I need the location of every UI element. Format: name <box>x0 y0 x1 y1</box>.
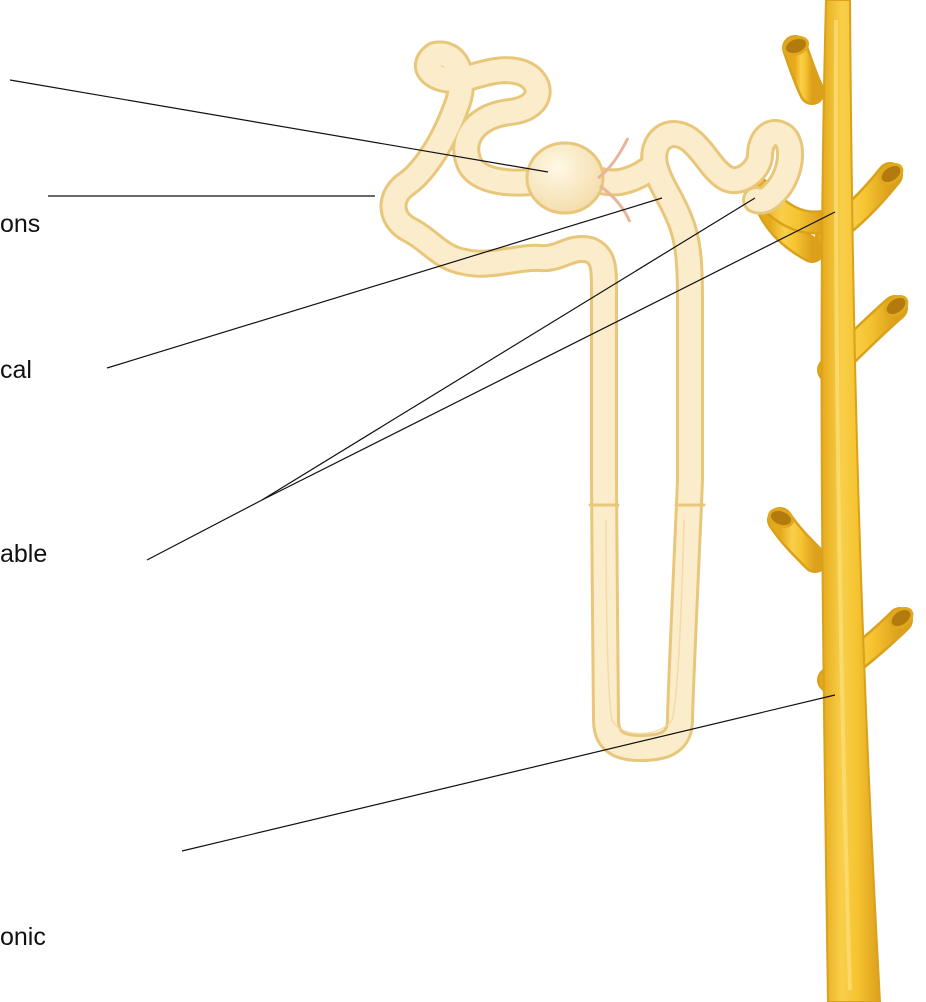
leader-lines <box>10 80 835 851</box>
label-cal: cal <box>0 358 32 383</box>
label-able: able <box>0 542 47 567</box>
leader-line-duct <box>182 695 835 851</box>
leader-line-distal-a <box>147 500 262 560</box>
label-ons: ons <box>0 212 40 237</box>
duct-trunk <box>822 0 880 1002</box>
label-onic: onic <box>0 925 46 950</box>
